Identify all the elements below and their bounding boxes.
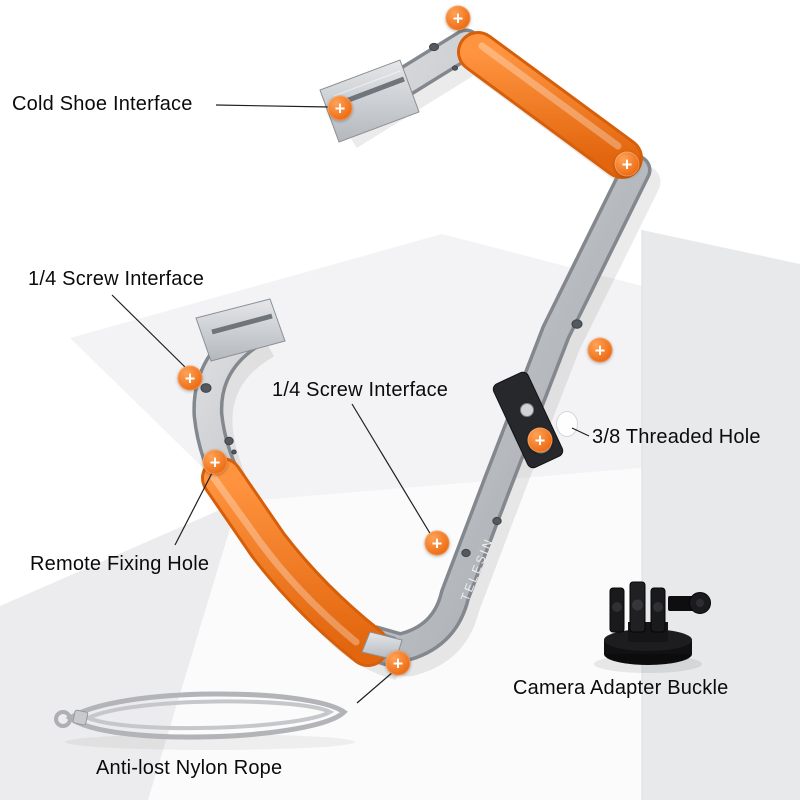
rope-crimp (72, 709, 89, 726)
plus-marker-right-bar: + (587, 337, 613, 363)
label-quarter-screw-center: 1/4 Screw Interface (272, 379, 449, 401)
plus-marker-left-arm-lower: + (202, 449, 228, 475)
screw-holes (200, 42, 583, 558)
leader-lines (111, 104, 590, 704)
label-remote-fixing-hole: Remote Fixing Hole (30, 553, 210, 575)
quarter-screw-plate (195, 298, 286, 362)
plus-marker-cold-shoe: + (327, 95, 353, 121)
orange-grip-top (457, 31, 643, 179)
camera-adapter-buckle (594, 581, 711, 673)
rope-clip-ring (54, 710, 72, 728)
plus-marker-bottom-foot: + (385, 650, 411, 676)
label-quarter-screw-left: 1/4 Screw Interface (28, 268, 205, 290)
label-anti-lost-rope: Anti-lost Nylon Rope (96, 757, 283, 779)
plus-marker-lower-center: + (424, 530, 450, 556)
plus-marker-left-arm-upper: + (177, 365, 203, 391)
label-camera-adapter-buckle: Camera Adapter Buckle (513, 677, 729, 699)
plus-marker-center-screw: + (527, 427, 553, 453)
plus-marker-right-elbow: + (614, 151, 640, 177)
backdrop (0, 230, 800, 800)
label-threaded-hole: 3/8 Threaded Hole (592, 426, 761, 448)
plus-marker-top-bar: + (445, 5, 471, 31)
orange-grip-left (201, 457, 389, 667)
nylon-rope (54, 691, 355, 750)
label-cold-shoe-interface: Cold Shoe Interface (12, 93, 193, 115)
threaded-hole-insert (556, 411, 578, 437)
clamp-screw-small (520, 403, 534, 417)
